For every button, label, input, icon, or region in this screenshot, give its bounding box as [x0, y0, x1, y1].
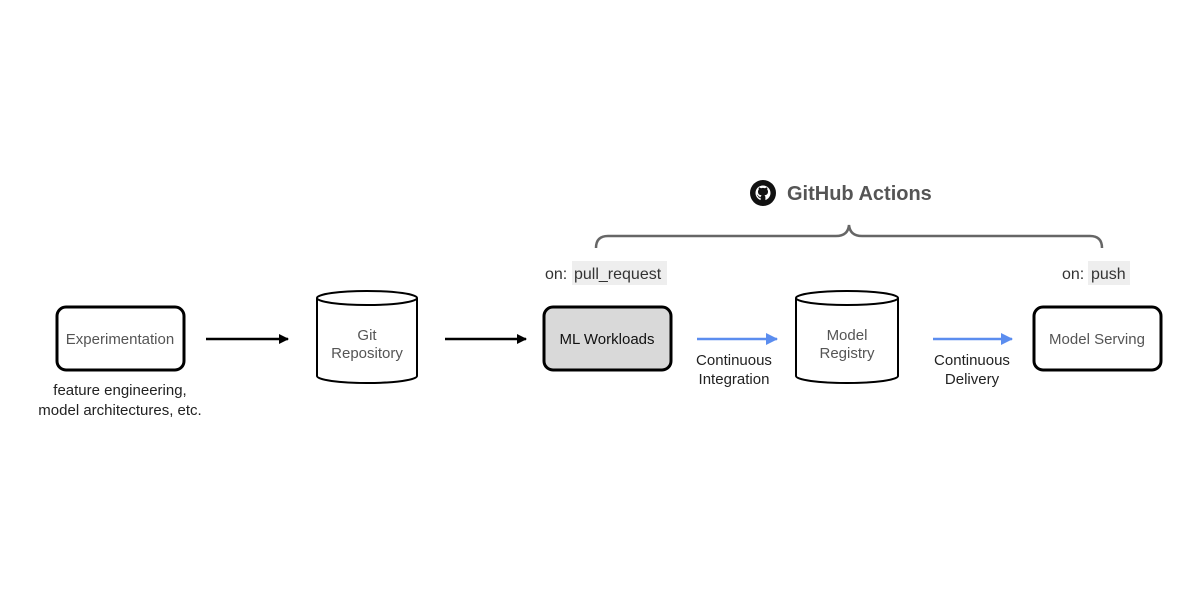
header-title: GitHub Actions: [787, 183, 932, 205]
node-ml-workloads: ML Workloads: [542, 305, 673, 372]
model-registry-label-line1: Model: [827, 327, 868, 344]
node-git-repository: Git Repository: [316, 290, 418, 384]
continuous-integration-label-line1: Continuous: [696, 352, 772, 369]
continuous-integration-label-line2: Integration: [699, 371, 770, 388]
git-repository-label-line2: Repository: [331, 345, 403, 362]
continuous-delivery-label-line1: Continuous: [934, 352, 1010, 369]
model-registry-label-line2: Registry: [819, 345, 875, 362]
experimentation-label: Experimentation: [66, 331, 174, 348]
node-model-registry: Model Registry: [795, 290, 899, 384]
trigger-push-prefix: on:: [1062, 266, 1084, 283]
trigger-push: on: push: [1062, 261, 1130, 285]
git-repository-label-line1: Git: [357, 327, 377, 344]
node-model-serving: Model Serving: [1032, 305, 1163, 372]
node-experimentation: Experimentation: [55, 305, 186, 372]
continuous-delivery-label-line2: Delivery: [945, 371, 1000, 388]
trigger-push-code: push: [1091, 266, 1126, 283]
ml-workloads-label: ML Workloads: [559, 331, 654, 348]
trigger-pull-request-code: pull_request: [574, 266, 662, 283]
github-icon: [750, 180, 776, 206]
experimentation-caption-line2: model architectures, etc.: [38, 402, 201, 419]
trigger-pull-request-prefix: on:: [545, 266, 567, 283]
trigger-pull-request: on: pull_request: [545, 261, 667, 285]
github-actions-brace: [594, 224, 1104, 249]
model-serving-label: Model Serving: [1049, 331, 1145, 348]
experimentation-caption-line1: feature engineering,: [53, 382, 186, 399]
